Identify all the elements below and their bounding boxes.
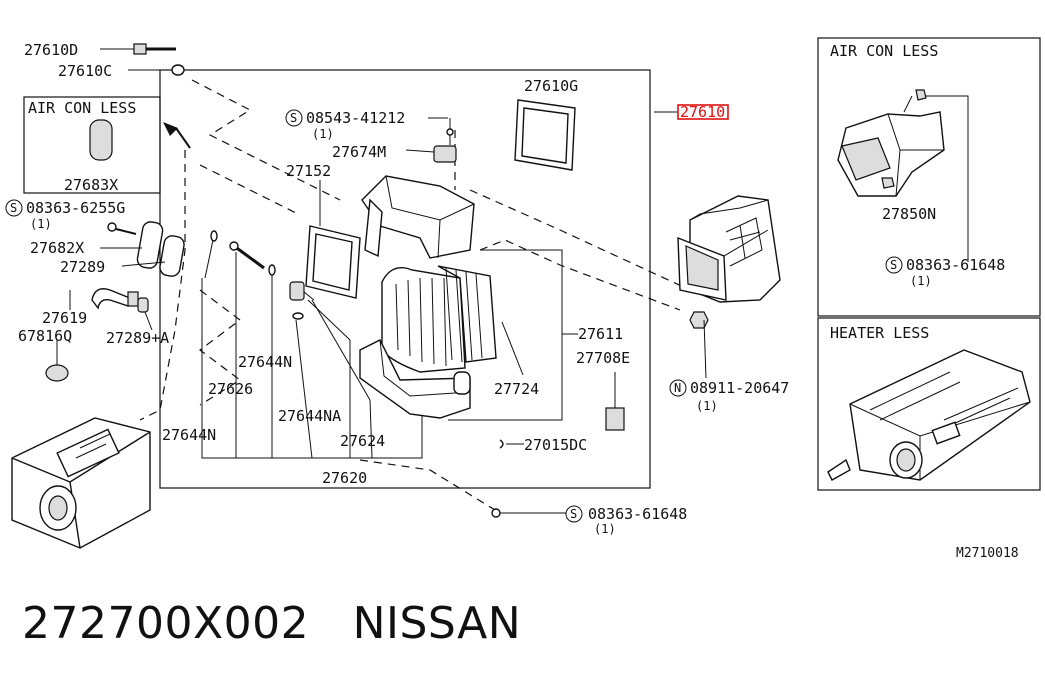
- arrow-icon: [163, 122, 178, 136]
- label-27610: 27610: [680, 103, 725, 121]
- nut-08911-icon: [689, 311, 709, 329]
- part-27289A-shape: [137, 297, 149, 313]
- label-27610C: 27610C: [58, 62, 112, 80]
- label-27289A: 27289+A: [106, 329, 169, 347]
- s-symbol-icon: S: [5, 199, 23, 217]
- blower-unit-shape: [677, 195, 781, 303]
- screw-icon: [915, 89, 927, 101]
- label-27674M: 27674M: [332, 143, 386, 161]
- inset-air-con-less-right: [817, 37, 1041, 317]
- dashed-guide: [199, 164, 301, 216]
- label-08363-61648: 08363-61648: [588, 505, 687, 523]
- screw-08363b-icon: [491, 508, 501, 518]
- dashed-guide: [469, 189, 691, 291]
- dashed-guide: [191, 79, 341, 201]
- sensor-27626-shape: [229, 241, 265, 270]
- evaporator-core-shape: [381, 265, 497, 373]
- heater-less-unit-shape: [827, 349, 1031, 481]
- label-27708E: 27708E: [576, 349, 630, 367]
- label-27644N-a: 27644N: [238, 353, 292, 371]
- inset-air-con-less-left: [23, 96, 161, 194]
- part-27682X-shape: [136, 221, 164, 269]
- dashed-guide: [479, 239, 681, 311]
- filter-27610G-shape: [514, 99, 576, 171]
- lower-case-shape: [359, 339, 471, 419]
- part-27708E-shape: [605, 407, 625, 431]
- inset-heater-less-title: HEATER LESS: [830, 324, 929, 342]
- label-27015DC: 27015DC: [524, 436, 587, 454]
- label-27682X: 27682X: [30, 239, 84, 257]
- label-67816Q: 67816Q: [18, 327, 72, 345]
- label-27289: 27289: [60, 258, 105, 276]
- screw-08363-icon: [107, 222, 137, 235]
- label-08543-41212: 08543-41212: [306, 109, 405, 127]
- label-27610D: 27610D: [24, 41, 78, 59]
- label-27610G: 27610G: [524, 77, 578, 95]
- footer-part-info: 272700X002 NISSAN: [22, 598, 521, 649]
- hose-27619-shape: [91, 288, 131, 310]
- footer-part-number: 272700X002: [22, 598, 310, 649]
- part-27683X-shape: [89, 119, 113, 161]
- oring-27644NA-shape: [292, 312, 304, 320]
- inset-heater-less: [817, 317, 1041, 491]
- heater-core-housing-illustration: [11, 417, 151, 549]
- svg-text:S: S: [290, 111, 297, 125]
- main-frame: [159, 69, 651, 489]
- inset-right-title: AIR CON LESS: [830, 42, 938, 60]
- clip-27015DC-shape: [499, 439, 504, 449]
- oring-27644N-b-shape: [268, 264, 276, 276]
- screw-08543-icon: [446, 128, 454, 136]
- label-27724: 27724: [494, 380, 539, 398]
- label-27644NA: 27644NA: [278, 407, 341, 425]
- label-inset-08363-61648-qty: (1): [910, 274, 932, 288]
- label-08363-6255G-qty: (1): [30, 217, 52, 231]
- label-27626: 27626: [208, 380, 253, 398]
- oring-27644N-shape: [210, 230, 218, 242]
- label-27152: 27152: [286, 162, 331, 180]
- label-27619: 27619: [42, 309, 87, 327]
- footer-brand: NISSAN: [352, 598, 522, 649]
- highlight-box-27610: [677, 104, 729, 120]
- s-symbol-icon: S: [885, 256, 903, 274]
- n-symbol-icon: N: [669, 379, 687, 397]
- bolt-27610D: [100, 43, 176, 55]
- dashed-guide: [139, 150, 186, 421]
- label-27850N: 27850N: [882, 205, 936, 223]
- filter-27152-shape: [305, 225, 361, 299]
- label-27624: 27624: [340, 432, 385, 450]
- label-08363-6255G: 08363-6255G: [26, 199, 125, 217]
- dashed-guide: [199, 289, 242, 406]
- label-27683X: 27683X: [64, 176, 118, 194]
- part-67816Q-shape: [45, 364, 69, 382]
- label-27644N-b: 27644N: [162, 426, 216, 444]
- label-08911-20647-qty: (1): [696, 399, 718, 413]
- label-inset-08363-61648: 08363-61648: [906, 256, 1005, 274]
- washer-27610C: [128, 64, 185, 76]
- label-27611: 27611: [578, 325, 623, 343]
- label-08911-20647: 08911-20647: [690, 379, 789, 397]
- label-08543-41212-qty: (1): [312, 127, 334, 141]
- part-27289-shape: [159, 235, 185, 277]
- upper-case-shape: [361, 175, 475, 259]
- inset-left-title: AIR CON LESS: [28, 99, 136, 117]
- svg-text:S: S: [570, 507, 577, 521]
- svg-text:S: S: [890, 258, 897, 272]
- s-symbol-icon: S: [285, 109, 303, 127]
- label-08363-61648-qty: (1): [594, 522, 616, 536]
- s-symbol-icon: S: [565, 505, 583, 523]
- duct-27850N-shape: [837, 95, 945, 197]
- dashed-guide: [359, 459, 496, 511]
- svg-text:N: N: [674, 381, 681, 395]
- valve-27624-shape: [289, 281, 315, 301]
- bracket-27674M-shape: [433, 145, 457, 163]
- label-27620: 27620: [322, 469, 367, 487]
- diagram-code: M2710018: [956, 546, 1019, 561]
- svg-text:S: S: [10, 201, 17, 215]
- frame-27611: [448, 249, 563, 421]
